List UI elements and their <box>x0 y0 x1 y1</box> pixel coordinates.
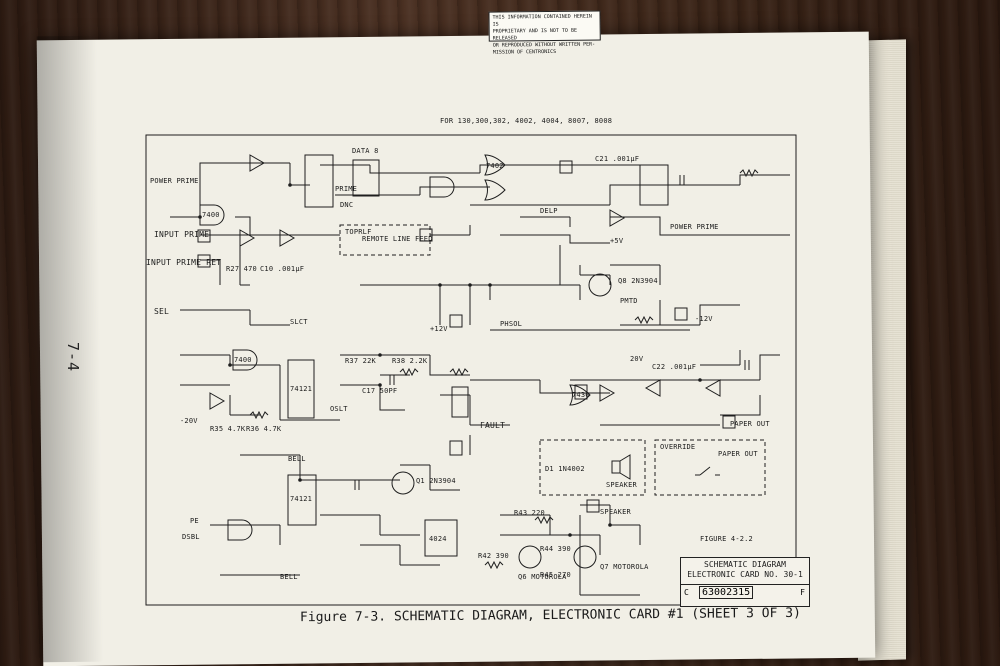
label-oslt: OSLT <box>330 405 348 413</box>
label-74121-b: 74121 <box>290 495 313 503</box>
schematic-wiring <box>145 134 797 606</box>
label-power-prime-right: POWER PRIME <box>670 223 719 231</box>
title-block-size: C <box>684 588 689 597</box>
label-q1: Q1 2N3904 <box>416 477 456 485</box>
label-prime: PRIME <box>335 185 358 193</box>
label-bell: BELL <box>288 455 306 463</box>
label-input-prime-ret: INPUT PRIME RET <box>146 258 222 267</box>
label-dsbl: DSBL <box>182 533 200 541</box>
label-remote-line-feed: REMOTE LINE FEED <box>362 235 433 243</box>
label-r42: R42 390 <box>478 552 509 560</box>
label-r45: R45 270 <box>540 571 571 579</box>
label-r43: R43 220 <box>514 509 545 517</box>
label-bell-lower: BELL <box>280 573 298 581</box>
label-c22: C22 .001µF <box>652 363 697 371</box>
label-20v: 20V <box>630 355 644 363</box>
label-c10: C10 .001µF <box>260 265 305 273</box>
label-7430: 7430 <box>572 391 590 399</box>
label-speaker-line: SPEAKER <box>600 508 631 516</box>
label-r44: R44 390 <box>540 545 571 553</box>
label-fault: FAULT <box>480 421 506 430</box>
schematic-diagram: POWER PRIME INPUT PRIME INPUT PRIME RET … <box>140 117 810 615</box>
label-figure-ref: FIGURE 4-2.2 <box>700 535 753 543</box>
label-pe: PE <box>190 517 199 525</box>
label-paper-out-switch: PAPER OUT <box>718 450 758 458</box>
label-slct: SLCT <box>290 318 308 326</box>
label-d1: D1 1N4002 <box>545 465 585 473</box>
proprietary-notice: THIS INFORMATION CONTAINED HEREIN IS PRO… <box>488 10 601 56</box>
label-r27: R27 470 <box>226 265 257 273</box>
title-block-title: SCHEMATIC DIAGRAM <box>704 560 786 569</box>
label-input-prime: INPUT PRIME <box>154 230 210 239</box>
label-q6: Q6 MOTOROLA <box>518 573 567 581</box>
label-paper-out: PAPER OUT <box>730 420 770 428</box>
label-sel: SEL <box>154 307 170 316</box>
label-power-prime: POWER PRIME <box>150 177 199 185</box>
label-4024: 4024 <box>429 535 447 543</box>
label-c21: C21 .001µF <box>595 155 640 163</box>
label-minus-20v: -20V <box>180 417 198 425</box>
title-block-revision: F <box>800 588 805 597</box>
label-q7: Q7 MOTOROLA <box>600 563 649 571</box>
notice-line: PROPRIETARY AND IS NOT TO BE RELEASED <box>492 27 578 42</box>
title-block-number-row <box>681 584 809 605</box>
notice-line: THIS INFORMATION CONTAINED HEREIN IS <box>492 13 592 28</box>
notice-line: MISSION OF CENTRONICS <box>492 48 557 56</box>
label-74121-a: 74121 <box>290 385 313 393</box>
label-q8: Q8 2N3904 <box>618 277 658 285</box>
page-number: 7-4 <box>64 342 82 373</box>
label-7402: 7402 <box>486 162 504 170</box>
label-c17: C17 50PF <box>362 387 398 395</box>
label-minus-12v: -12V <box>695 315 713 323</box>
label-dnc: DNC <box>340 201 354 209</box>
label-r37: R37 22K <box>345 357 376 365</box>
label-r35: R35 4.7K <box>210 425 246 433</box>
label-plus-5v: +5V <box>610 237 624 245</box>
label-top-of-form: TOPRLF <box>345 228 372 236</box>
label-7400-a: 7400 <box>202 211 220 219</box>
title-block-drawing-number: 63002315 <box>699 586 754 599</box>
label-override: OVERRIDE <box>660 443 696 451</box>
label-model-note: FOR 130,300,302, 4002, 4004, 8007, 8008 <box>440 117 613 125</box>
label-delp: DELP <box>540 207 558 215</box>
title-block-subtitle: ELECTRONIC CARD NO. 30-1 <box>687 570 803 579</box>
label-plus-12v: +12V <box>430 325 448 333</box>
label-phsol: PHSOL <box>500 320 523 328</box>
label-speaker: SPEAKER <box>606 481 637 489</box>
label-r36: R36 4.7K <box>246 425 282 433</box>
label-pmtd: PMTD <box>620 297 638 305</box>
drawing-title-block: SCHEMATIC DIAGRAM ELECTRONIC CARD NO. 30… <box>680 557 810 607</box>
label-data8: DATA 8 <box>352 147 379 155</box>
schematic-border <box>145 134 797 606</box>
label-r38: R38 2.2K <box>392 357 428 365</box>
label-7400-b: 7400 <box>234 356 252 364</box>
